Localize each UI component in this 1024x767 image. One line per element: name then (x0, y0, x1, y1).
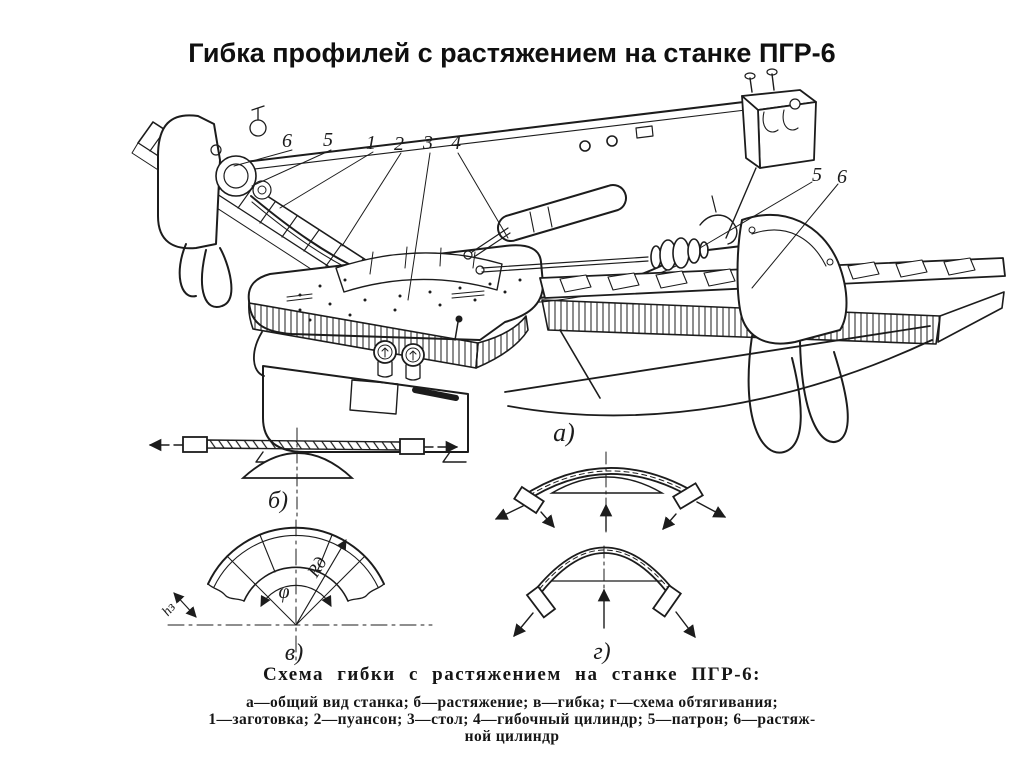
label-g: г) (593, 639, 610, 665)
wrap-clamp-right (672, 482, 704, 510)
pressure-gauges (373, 340, 425, 381)
wrap2-clamp-left (525, 585, 557, 619)
diagram-stretching (148, 427, 459, 518)
diagram-wrapping-lower (513, 545, 696, 639)
callout-numbers: 6 5 1 2 3 4 5 6 (282, 129, 847, 188)
label-a: а) (553, 418, 575, 447)
callout-4: 4 (451, 132, 461, 154)
callout-2: 2 (394, 133, 404, 155)
caption-heading: Схема гибки с растяжением на станке ПГР-… (263, 664, 761, 685)
clamp-right (399, 438, 425, 455)
clamp-left (182, 436, 208, 453)
caption-legend-line2: 1—заготовка; 2—пуансон; 3—стол; 4—гибочн… (208, 711, 816, 728)
wrap2-clamp-right (651, 584, 683, 618)
radius-dim-label: Rд (303, 553, 331, 582)
right-chuck (475, 195, 743, 275)
label-b: б) (268, 488, 288, 514)
callout-6-left: 6 (282, 130, 292, 152)
callout-5-left: 5 (323, 129, 333, 151)
height-dim-label: hз (160, 600, 180, 620)
table-holes (298, 278, 522, 322)
caption-legend-line3: ной цилиндр (464, 728, 560, 745)
left-chuck-housing (157, 105, 272, 309)
machine-table (247, 244, 544, 463)
punch-dome (240, 452, 355, 479)
diagram-wrapping-upper (494, 451, 727, 533)
diagram-bending (167, 519, 433, 663)
caption-legend-line1: а—общий вид станка; б—растяжение; в—гибк… (245, 694, 779, 711)
machine-overview-drawing (131, 68, 1006, 463)
wrap-dome (549, 476, 665, 494)
right-cylinder-housing (736, 214, 849, 454)
wrap-clamp-left (513, 485, 545, 515)
stretch-beam (235, 100, 755, 172)
hydraulic-valve-block (725, 68, 817, 239)
callout-5-right: 5 (812, 164, 822, 186)
page-title: Гибка профилей с растяжением на станке П… (188, 38, 836, 68)
callout-1: 1 (366, 132, 376, 154)
callout-6-right: 6 (837, 166, 847, 188)
pedestal (262, 365, 469, 453)
bending-cylinder (463, 184, 627, 260)
callout-leader-lines (233, 149, 839, 301)
angle-dim-label: φ (278, 581, 289, 603)
punch-segment (335, 252, 503, 293)
label-v: в) (285, 640, 303, 666)
callout-3: 3 (422, 132, 433, 154)
